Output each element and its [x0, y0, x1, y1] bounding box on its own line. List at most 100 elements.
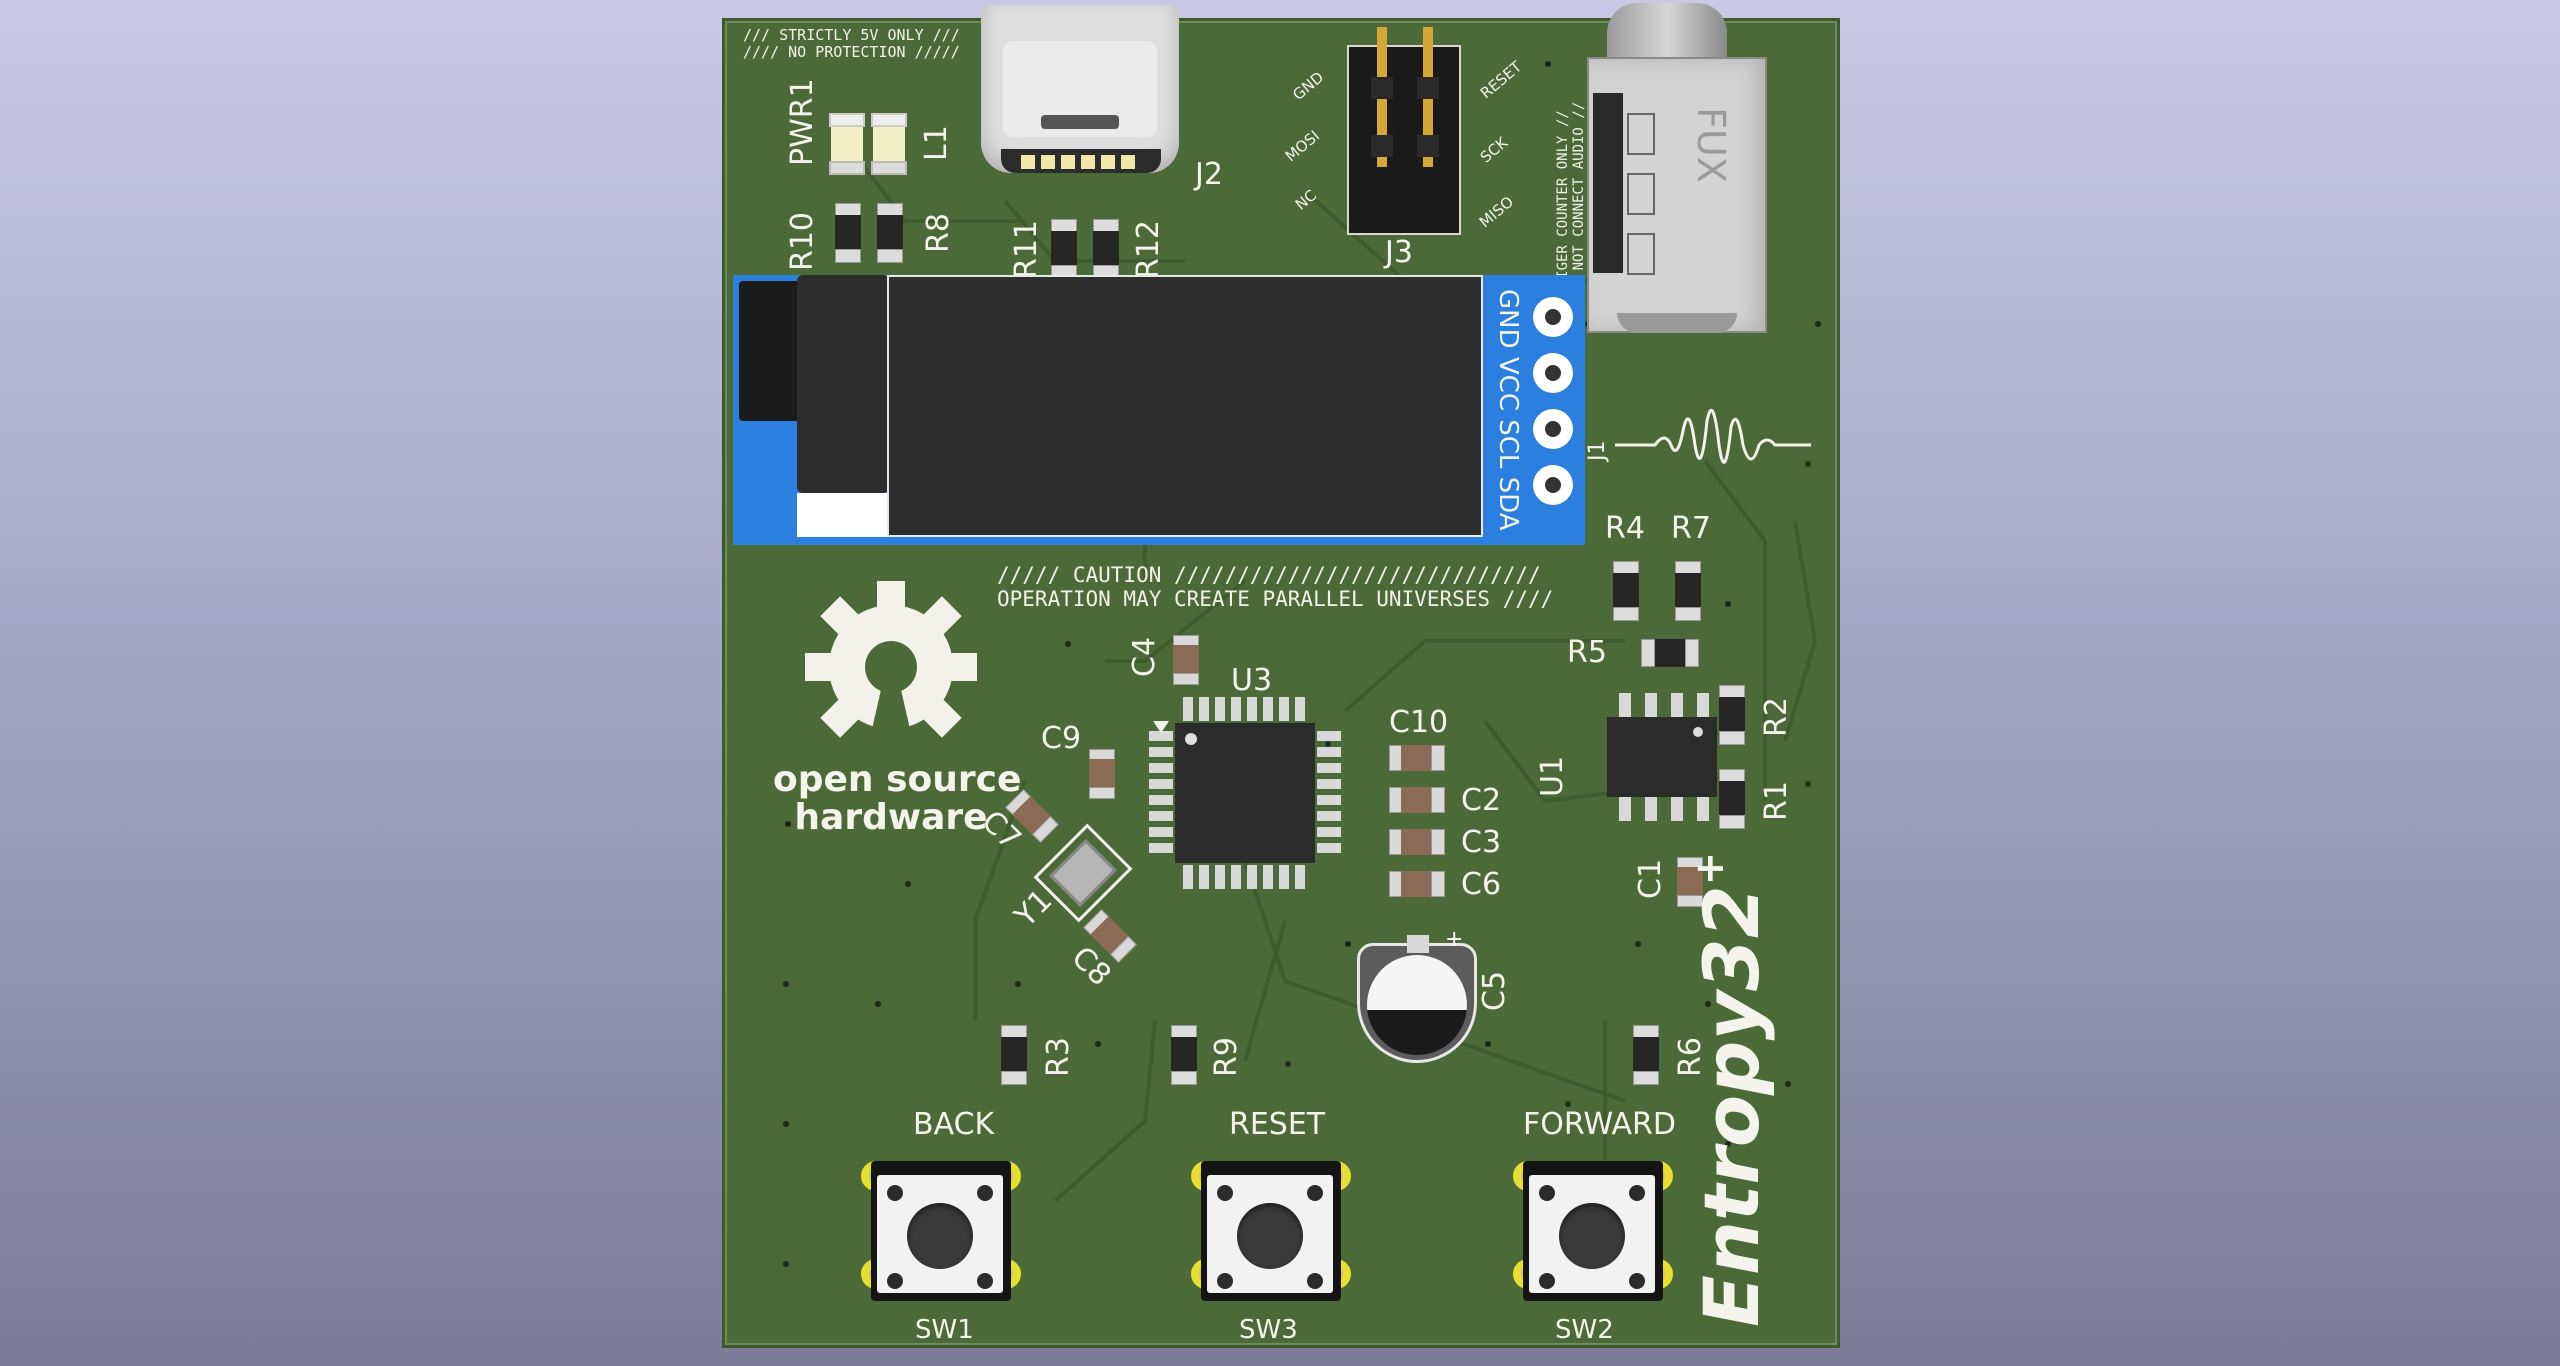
ref-r5: R5: [1567, 635, 1607, 670]
board-name-silkscreen: Entropy32+: [1687, 852, 1776, 1327]
via: [1705, 1001, 1711, 1007]
inductor-l1: [871, 113, 907, 179]
display-pin-gnd: GND: [1493, 289, 1523, 349]
ref-j1: J1: [1585, 440, 1610, 462]
ref-u3: U3: [1231, 663, 1273, 698]
board-name-superscript: +: [1687, 851, 1733, 886]
ref-c9: C9: [1041, 721, 1082, 756]
button-label-forward: FORWARD: [1523, 1107, 1676, 1142]
via: [783, 1261, 789, 1267]
ref-c2: C2: [1461, 783, 1502, 818]
capacitor-c1: [1677, 857, 1703, 907]
via: [1785, 1081, 1791, 1087]
capacitor-c6: [1389, 871, 1445, 897]
resistor-r8: [877, 203, 903, 263]
resistor-r12: [1093, 219, 1119, 279]
capacitor-c3: [1389, 829, 1445, 855]
oled-screen: [887, 275, 1483, 537]
ref-r1: R1: [1759, 781, 1794, 821]
capacitor-c4: [1173, 635, 1199, 685]
caution-line: ///// CAUTION //////////////////////////…: [997, 563, 1541, 587]
ref-r2: R2: [1759, 697, 1794, 737]
ref-r12: R12: [1131, 219, 1166, 279]
resistor-r2: [1719, 685, 1745, 745]
display-pin-scl: SCL: [1493, 419, 1523, 469]
ref-j2: J2: [1195, 157, 1223, 192]
via: [1345, 941, 1351, 947]
via: [783, 1121, 789, 1127]
radiation-wave-icon: [1615, 408, 1811, 464]
forward-button[interactable]: [1513, 1151, 1673, 1311]
via: [1285, 1061, 1291, 1067]
ref-r10: R10: [785, 211, 820, 271]
opamp-u1: [1607, 685, 1717, 833]
ref-c5: C5: [1477, 970, 1512, 1011]
ref-r9: R9: [1209, 1037, 1244, 1077]
board-name: Entropy32: [1687, 885, 1776, 1327]
via: [1725, 601, 1731, 607]
ref-c1: C1: [1633, 858, 1668, 899]
via: [875, 1001, 881, 1007]
ref-r4: R4: [1605, 511, 1645, 546]
copper-traces: [843, 139, 1818, 1203]
oshw-logo: open source hardware: [773, 571, 1022, 851]
capacitor-c10: [1389, 745, 1445, 771]
via: [1565, 1101, 1571, 1107]
resistor-r4: [1613, 561, 1639, 621]
via: [1015, 981, 1021, 987]
resistor-r5: [1641, 639, 1699, 667]
oshw-text-line: hardware: [794, 797, 988, 838]
caution-line: OPERATION MAY CREATE PARALLEL UNIVERSES …: [997, 587, 1554, 611]
caution-silkscreen: ///// CAUTION //////////////////////////…: [997, 563, 1553, 611]
voltage-warning-silkscreen: /// STRICTLY 5V ONLY /// //// NO PROTECT…: [743, 27, 960, 61]
resistor-r7: [1675, 561, 1701, 621]
resistor-r1: [1719, 769, 1745, 829]
via: [1805, 461, 1811, 467]
capacitor-c2: [1389, 787, 1445, 813]
display-pin-labels: GND VCC SCL SDA: [1493, 289, 1523, 531]
resistor-r9: [1171, 1025, 1197, 1085]
capacitor-c9: [1089, 749, 1115, 799]
button-label-back: BACK: [913, 1107, 995, 1142]
ref-r11: R11: [1009, 219, 1044, 279]
audio-jack-j1[interactable]: FUX: [1587, 3, 1767, 351]
pin1-marker: [1153, 721, 1169, 733]
resistor-r10: [835, 203, 861, 263]
display-pin-vcc: VCC: [1493, 356, 1523, 411]
ref-r7: R7: [1671, 511, 1711, 546]
electrolytic-capacitor-c5: +: [1357, 927, 1477, 1069]
via: [1815, 321, 1821, 327]
ref-j3: J3: [1385, 235, 1413, 270]
reset-button[interactable]: [1191, 1151, 1351, 1311]
ref-l1: L1: [919, 125, 954, 161]
usb-c-connector-j2[interactable]: [981, 5, 1179, 203]
oshw-gear-icon: [805, 581, 977, 751]
ref-sw2: SW2: [1555, 1315, 1614, 1345]
resistor-r11: [1051, 219, 1077, 279]
button-label-reset: RESET: [1229, 1107, 1326, 1142]
via: [1095, 1041, 1101, 1047]
ref-sw3: SW3: [1239, 1315, 1298, 1345]
led-pwr1: [829, 113, 865, 179]
ref-sw1: SW1: [915, 1315, 974, 1345]
pcb-board[interactable]: /// STRICTLY 5V ONLY /// //// NO PROTECT…: [722, 3, 1840, 1348]
back-button[interactable]: [861, 1151, 1021, 1311]
via: [1545, 61, 1551, 67]
resistor-r6: [1633, 1025, 1659, 1085]
via: [1485, 1041, 1491, 1047]
warning-line: //// NO PROTECTION /////: [743, 43, 960, 61]
ref-c6: C6: [1461, 867, 1502, 902]
icsp-header-j3[interactable]: [1347, 27, 1461, 235]
ref-pwr1: PWR1: [785, 78, 820, 166]
via: [1635, 941, 1641, 947]
resistor-r3: [1001, 1025, 1027, 1085]
ref-c4: C4: [1127, 636, 1162, 677]
microcontroller-u3: [1149, 697, 1341, 889]
display-pin-sda: SDA: [1493, 476, 1523, 531]
ref-u1: U1: [1535, 755, 1570, 797]
via: [905, 881, 911, 887]
ref-c3: C3: [1461, 825, 1502, 860]
ref-r8: R8: [921, 213, 956, 253]
oshw-text-line: open source: [773, 759, 1022, 800]
